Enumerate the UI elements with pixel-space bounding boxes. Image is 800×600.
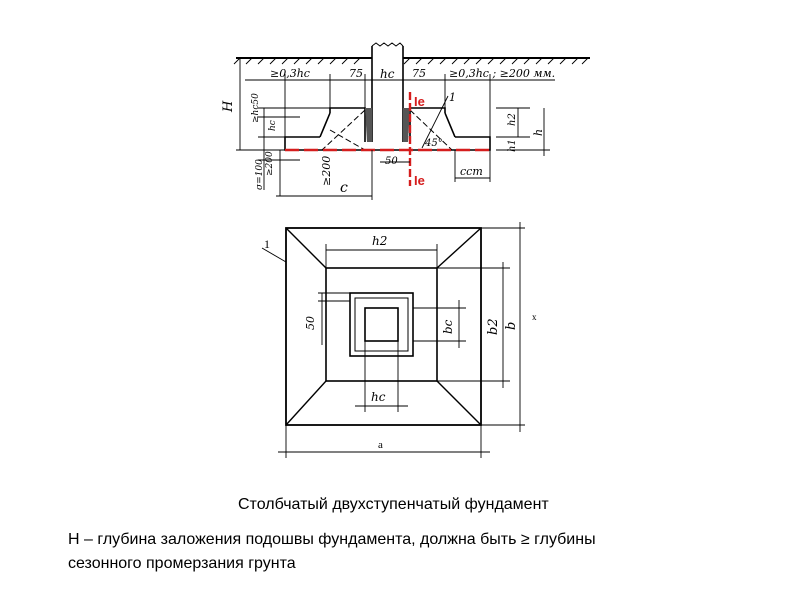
section-marker-1: 1: [449, 91, 456, 104]
dim-hc: hc: [380, 67, 395, 81]
dim-h-c50: ≥hc50: [251, 93, 261, 123]
dim-03hc-right: ≥0,3hc ; ≥200 мм.: [449, 67, 555, 80]
dim-hc-small: hc: [268, 120, 278, 131]
plan-marker-1: 1: [264, 237, 270, 251]
dim-h2: h2: [507, 113, 518, 126]
plan-dimensions: [261, 222, 525, 458]
lower-step: [284, 136, 491, 151]
right-dimensions: [371, 95, 550, 200]
plan-socket-outer: [349, 292, 414, 357]
plan-socket-inner: [354, 297, 409, 352]
description-line-2: сезонного промерзания грунта: [68, 555, 296, 572]
dim-50: 50: [385, 156, 398, 167]
plan-dim-hc: hc: [371, 390, 386, 404]
section-view: [233, 42, 590, 200]
plan-view: [261, 222, 525, 458]
plan-outer-step: [285, 227, 482, 426]
angle-45: 45°: [424, 138, 443, 149]
upper-step: [319, 107, 456, 142]
red-label-top: Ie: [414, 94, 425, 109]
dim-200-left: ≥200: [265, 151, 275, 176]
dim-h: h: [532, 129, 545, 136]
dim-03hc-left: ≥0,3hc: [270, 67, 310, 80]
dim-H: H: [221, 100, 236, 113]
plan-inner-step: [325, 267, 438, 382]
plan-dim-50: 50: [304, 316, 317, 330]
dim-ccm: ccm: [460, 165, 483, 178]
plan-dim-h2: h2: [372, 234, 387, 248]
plan-dim-a: a: [378, 439, 383, 451]
top-dimension-line: [245, 74, 555, 137]
ground-line: [233, 57, 590, 65]
plan-dim-x: x: [532, 312, 537, 322]
dim-100-left: σ=100: [255, 159, 265, 190]
drawing-caption: Столбчатый двухступенчатый фундамент: [238, 496, 549, 513]
plan-column: [364, 307, 399, 342]
plan-dim-b: b: [504, 322, 519, 330]
left-dimensions: [236, 58, 372, 197]
description-line-1: Н – глубина заложения подошвы фундамента…: [68, 531, 596, 548]
section-cut-line: [285, 92, 490, 186]
column: [371, 42, 404, 142]
dim-c: c: [340, 180, 348, 196]
red-label-bottom: Ie: [414, 173, 425, 188]
plan-dim-b2: b2: [486, 318, 501, 335]
dim-75-left: 75: [349, 67, 363, 80]
plan-dim-bc: bc: [441, 319, 455, 334]
dim-75-right: 75: [412, 67, 426, 80]
dim-200: ≥200: [320, 156, 333, 186]
dim-h1: h1: [507, 139, 518, 152]
